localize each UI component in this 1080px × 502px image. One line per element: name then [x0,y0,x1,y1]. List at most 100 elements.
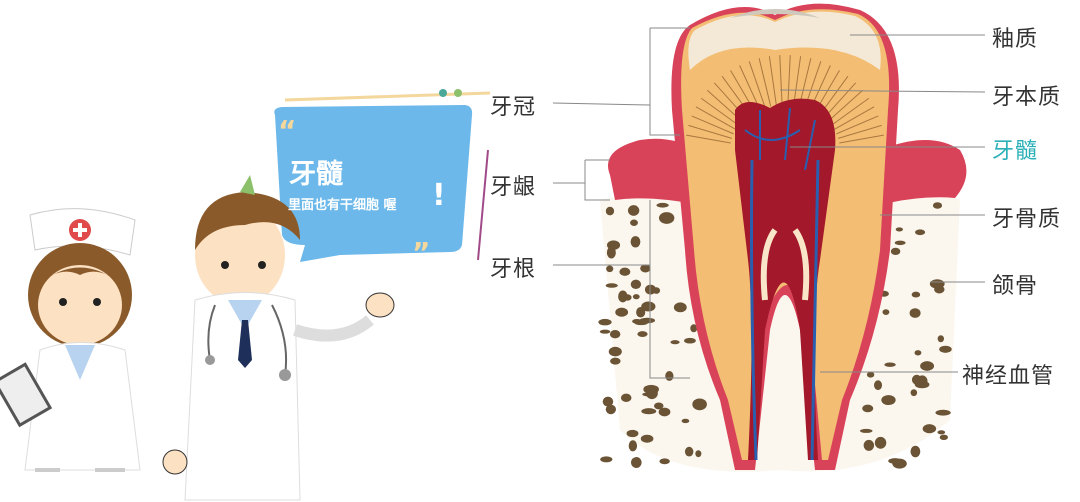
bone-spot [690,324,698,333]
bone-spot [600,456,613,463]
bone-spot [911,291,921,298]
bone-spot [874,380,883,391]
dentin-tubule [833,106,875,131]
bone-spot [630,279,642,290]
bone-spot [602,396,614,407]
bone-spot [939,434,948,440]
label-crown: 牙冠 [490,95,537,120]
bone-spot [884,362,896,367]
bone-spot [630,236,641,248]
bone-spot [658,407,671,417]
bone-spot [628,440,638,452]
bone-spot [620,393,632,403]
bone-spot [640,434,654,443]
bone-spot [695,450,702,458]
bone-spot [939,345,952,353]
bone-spot [641,301,656,312]
dentin-tubule [837,124,882,139]
label-gum: 牙龈 [490,175,537,200]
dentin-tubule [700,97,740,126]
dentin-tubule [695,106,737,131]
bone-spot [605,283,618,288]
bone-spot [627,205,640,216]
svg-text:”: ” [412,236,430,269]
bone-spot [632,318,642,324]
dentin-tubule [798,58,812,107]
bone-spot [636,306,646,318]
bone-spot [862,404,874,413]
dentin-tubule [779,55,783,106]
bone-spot [606,246,616,259]
bone-spot [859,428,873,433]
dentin-tubule [827,89,864,123]
bone-spot [630,219,638,226]
bone-spot [881,395,896,406]
bone-spot [684,337,696,344]
dentin-tubule [691,115,734,135]
bubble-subtitle: 里面也有干细胞 喔 [288,198,397,213]
label-jawbone: 颌骨 [992,274,1039,299]
bubble-title: 牙髓 [289,159,343,190]
bone-spot [895,227,904,232]
bone-spot [920,361,935,371]
label-cementum: 牙骨质 [992,207,1062,232]
dentin-tubule [793,56,802,106]
bone-spot [915,229,926,236]
bone-spot [888,458,902,464]
dentin-tubule [688,124,733,139]
bone-spot [692,398,707,411]
bone-spot [619,267,631,276]
dentin-tubule [823,82,857,119]
dentin-tubule [758,58,772,107]
bone-spot [863,439,875,451]
bone-spot [641,408,657,415]
bone-spot [929,279,945,289]
bone-spot [914,350,922,356]
bone-spot [874,436,887,449]
dentin-tubule [686,134,731,144]
bone-spot [909,308,921,318]
bone-spot [681,418,690,424]
bone-spot [626,429,639,438]
bone-spot [618,290,628,303]
bone-spot [608,346,622,357]
bone-spot [640,264,651,273]
dentin-tubule [768,56,777,106]
bone-spot [910,445,921,458]
bone-spot [658,212,675,224]
dentin-tubule [839,134,884,144]
bone-spot [890,247,901,256]
label-pulp: 牙髓 [992,139,1039,164]
bone-spot [606,265,614,273]
bone-spot [894,240,906,246]
bone-spot [937,335,945,343]
bone-spot [643,384,659,394]
bone-spot [935,409,951,416]
bone-spot [914,380,930,389]
dentin-tubule [787,55,791,106]
dentin-tubule [739,65,761,111]
bone-spot [937,430,946,435]
bone-spot [656,202,669,208]
label-root: 牙根 [490,257,537,282]
bone-spot [610,357,621,365]
label-enamel: 釉质 [992,27,1039,52]
dentin-tubule [836,115,879,135]
nurse-character [0,208,141,472]
svg-text:“: “ [278,114,296,147]
bone-spot [605,206,615,216]
bone-spot [609,330,621,339]
bone-spot [598,318,612,326]
bone-spot [631,457,642,469]
doctor-character [162,175,395,501]
bone-spot [599,329,611,334]
bone-spot [866,371,875,378]
bone-spot [673,302,687,313]
bone-spot [615,307,629,317]
dentin-tubule [830,97,870,126]
bone-spot [932,202,943,209]
bone-spot [659,458,670,465]
bone-spot [684,446,694,457]
speech-bubble: “ ” [274,89,491,269]
